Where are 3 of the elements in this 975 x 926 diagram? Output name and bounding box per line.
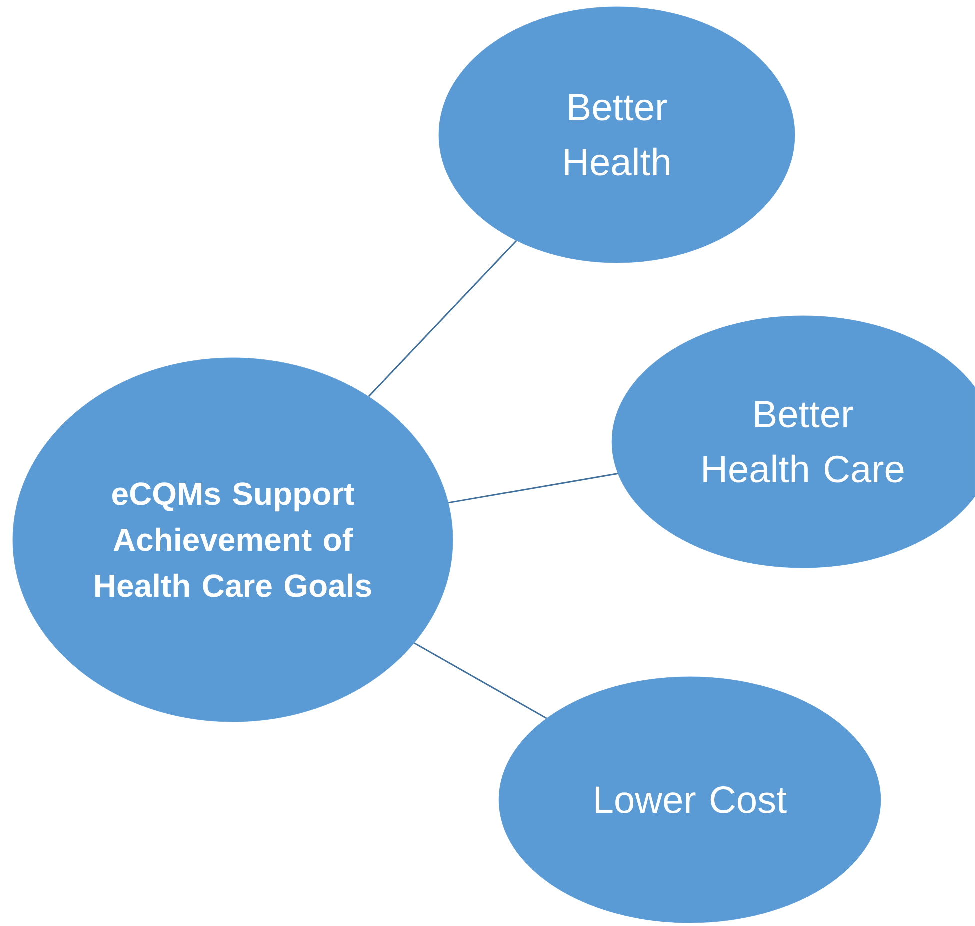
- connector-line: [448, 473, 618, 504]
- connector-line: [414, 642, 548, 720]
- connector-line: [368, 240, 518, 398]
